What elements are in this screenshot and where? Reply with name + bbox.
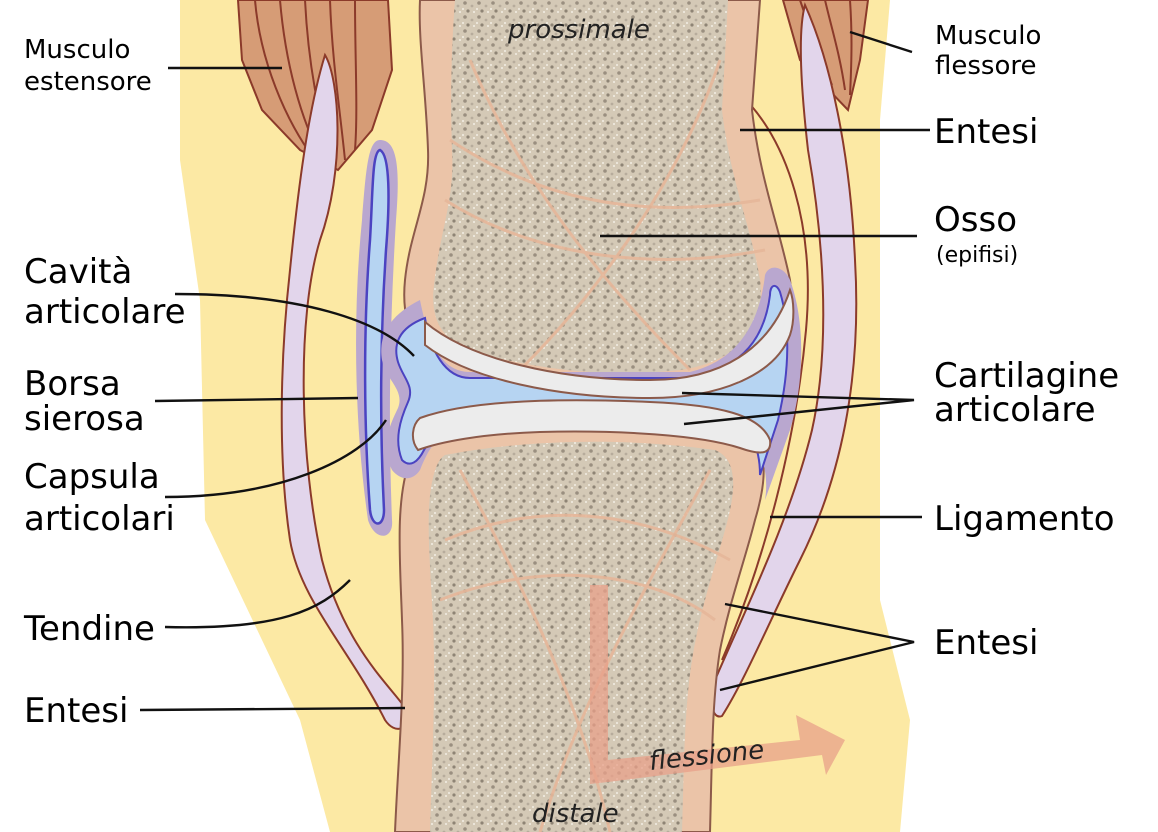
label-borsa-sierosa-1: Borsa: [24, 364, 121, 404]
label-cavita-articolare-1: Cavità: [24, 252, 132, 292]
label-tendine: Tendine: [23, 609, 155, 649]
label-distale: distale: [532, 799, 619, 829]
label-prossimale: prossimale: [507, 15, 650, 45]
label-musculo-estensore-2: estensore: [24, 67, 152, 97]
label-borsa-sierosa-2: sierosa: [24, 399, 145, 439]
label-capsula-articolari-1: Capsula: [24, 457, 160, 497]
proximal-bone-spongy: [433, 0, 761, 373]
label-musculo-flessore-1: Musculo: [935, 21, 1041, 51]
label-capsula-articolari-2: articolari: [24, 499, 175, 539]
label-osso: Osso: [934, 200, 1017, 240]
label-cavita-articolare-2: articolare: [24, 292, 186, 332]
label-entesi-bottom-right: Entesi: [934, 623, 1038, 663]
label-entesi-bottom-left: Entesi: [24, 691, 128, 731]
label-epifisi: (epifisi): [936, 243, 1018, 268]
label-ligamento: Ligamento: [934, 499, 1115, 539]
label-musculo-flessore-2: flessore: [935, 51, 1037, 81]
label-entesi-top-right: Entesi: [934, 112, 1038, 152]
label-musculo-estensore-1: Musculo: [24, 35, 130, 65]
label-cartilagine-articolare-2: articolare: [934, 390, 1096, 430]
